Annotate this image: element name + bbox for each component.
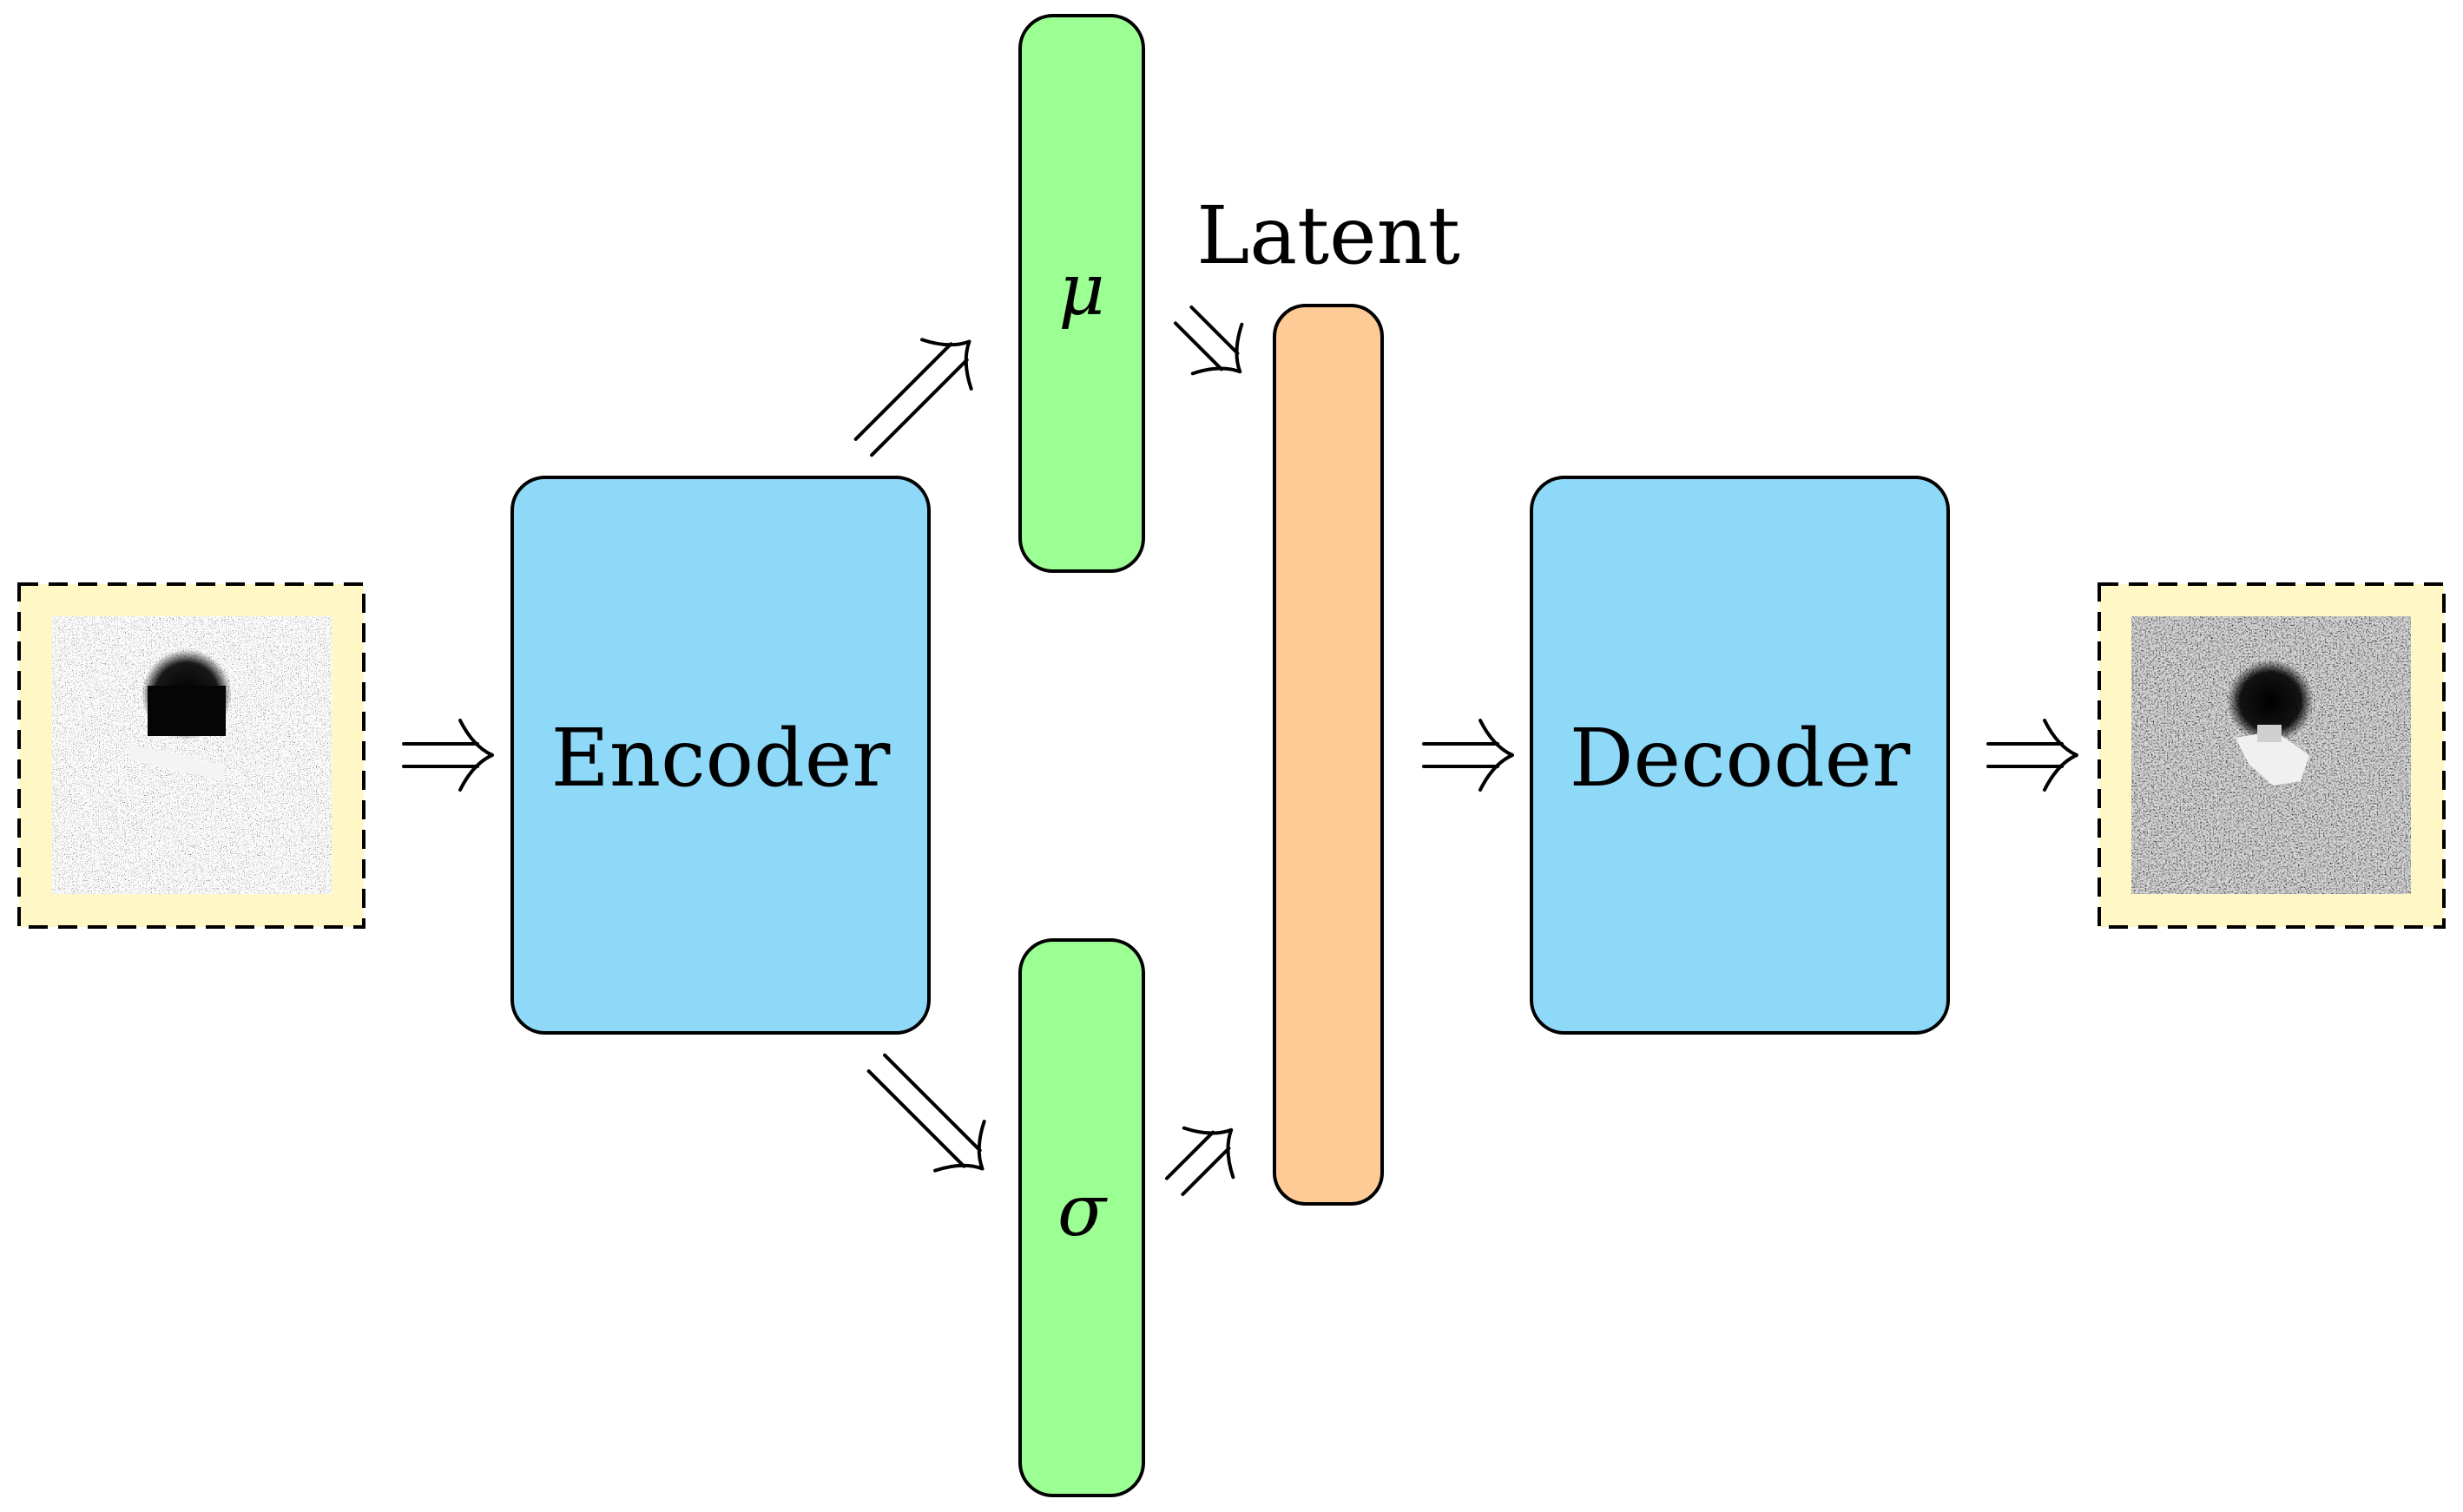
sigma-bar: σ (1018, 938, 1145, 1497)
mu-label: μ (1058, 249, 1104, 332)
decoder-block: Decoder (1530, 476, 1950, 1035)
double-arrow-icon (1986, 719, 2078, 792)
output-image (2098, 582, 2446, 929)
double-arrow-icon (1422, 719, 1514, 792)
decoder-label: Decoder (1570, 712, 1910, 805)
double-arrow-icon (402, 719, 494, 792)
double-arrow-icon (1164, 1126, 1235, 1197)
encoder-block: Encoder (510, 476, 931, 1035)
arrows (402, 305, 2078, 1197)
mu-bar: μ (1018, 14, 1145, 573)
double-arrow-icon (853, 338, 973, 457)
input-image (17, 582, 365, 929)
latent-label: Latent (1196, 189, 1460, 282)
sigma-label: σ (1057, 1170, 1108, 1252)
double-arrow-icon (1173, 305, 1244, 376)
latent-bar: Latent (1196, 189, 1460, 1206)
encoder-label: Encoder (551, 712, 891, 805)
double-arrow-icon (866, 1053, 986, 1173)
